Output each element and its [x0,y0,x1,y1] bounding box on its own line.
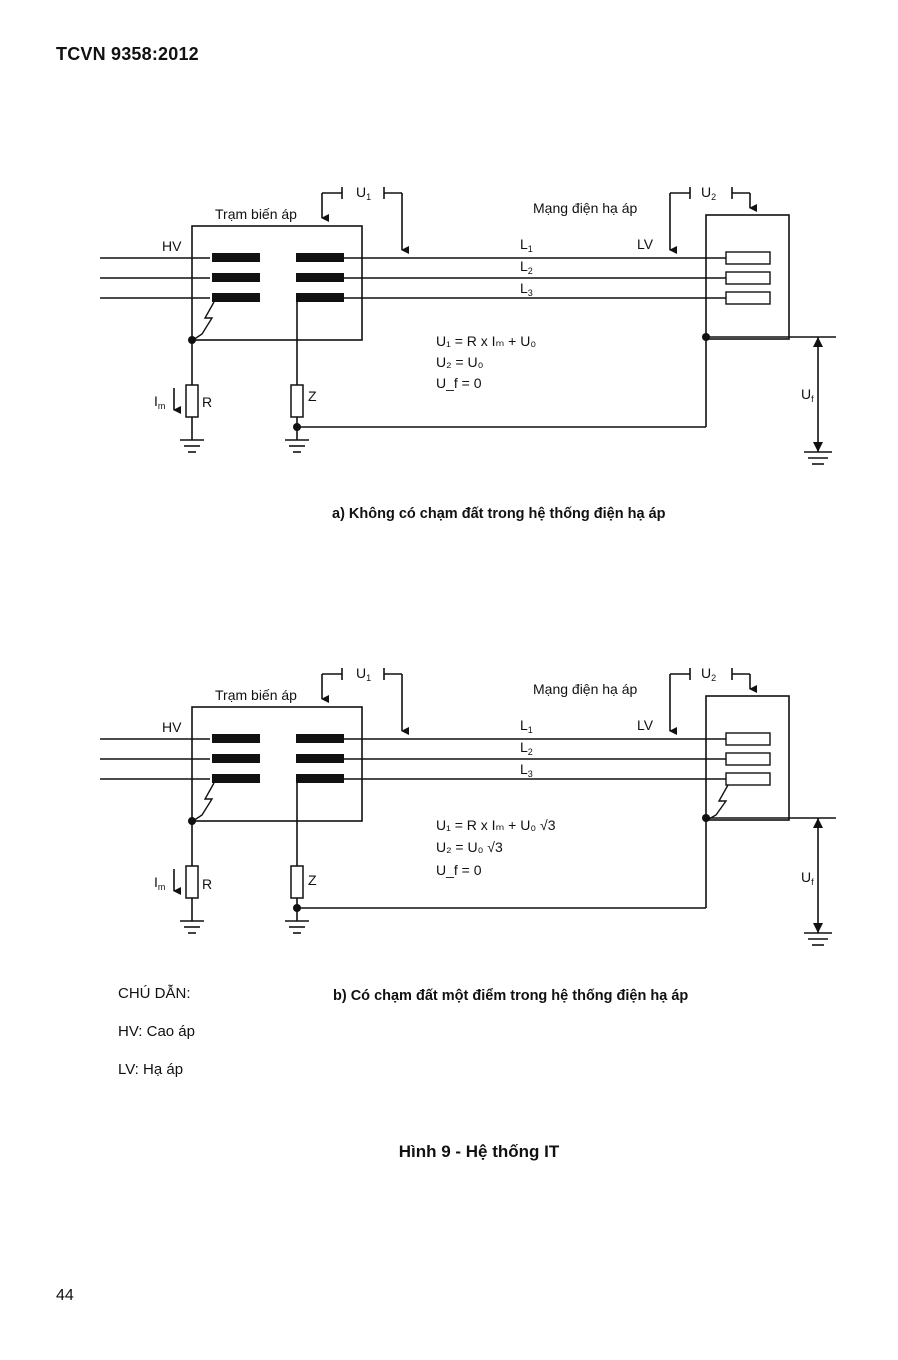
u2-label-b: U2 [701,665,716,683]
uf-label-a: Uf [801,386,814,404]
diagram-a: Trạm biến áp Mạng điện hạ áp HV LV U1 U2… [100,184,836,522]
im-label-a: Im [154,393,165,411]
substation-label-a: Trạm biến áp [215,206,297,222]
l1-label-b: L1 [520,717,533,735]
lv-network-label-b: Mạng điện hạ áp [533,681,638,697]
figure-title: Hình 9 - Hệ thống IT [398,1142,560,1161]
document-standard-id: TCVN 9358:2012 [56,44,199,64]
l2-label-a: L2 [520,258,533,276]
legend-item-hv: HV: Cao áp [118,1023,195,1040]
im-label-b: Im [154,874,165,892]
r-label-a: R [202,394,212,410]
z-label-a: Z [308,388,317,404]
substation-label-b: Trạm biến áp [215,687,297,703]
equation-uf-b: U_f = 0 [436,862,482,878]
caption-a: a) Không có chạm đất trong hệ thống điện… [332,506,666,522]
legend-item-lv: LV: Hạ áp [118,1061,184,1078]
z-label-b: Z [308,872,317,888]
page-number: 44 [56,1287,74,1304]
lv-label-b: LV [637,717,654,733]
r-label-b: R [202,876,212,892]
l3-label-a: L3 [520,280,533,298]
l1-label-a: L1 [520,236,533,254]
l2-label-b: L2 [520,739,533,757]
u1-label-b: U1 [356,665,371,683]
equation-u1-b: U₁ = R x Iₘ + U₀ √3 [436,817,556,833]
circuit-b [100,668,836,945]
u1-label-a: U1 [356,184,371,202]
l3-label-b: L3 [520,761,533,779]
hv-label-b: HV [162,719,182,735]
circuit-a [100,187,836,464]
equation-u2-b: U₂ = U₀ √3 [436,839,503,855]
u2-label-a: U2 [701,184,716,202]
diagram-b: Trạm biến áp Mạng điện hạ áp HV LV U1 U2… [100,665,836,1004]
lv-network-label-a: Mạng điện hạ áp [533,200,638,216]
uf-label-b: Uf [801,869,814,887]
equation-u2-a: U₂ = U₀ [436,354,484,370]
hv-label-a: HV [162,238,182,254]
equation-u1-a: U₁ = R x Iₘ + U₀ [436,333,536,349]
legend-heading: CHÚ DẪN: [118,985,191,1002]
caption-b: b) Có chạm đất một điểm trong hệ thống đ… [333,988,688,1004]
equation-uf-a: U_f = 0 [436,375,482,391]
lv-label-a: LV [637,236,654,252]
fault-zigzag-load-b [706,784,729,821]
